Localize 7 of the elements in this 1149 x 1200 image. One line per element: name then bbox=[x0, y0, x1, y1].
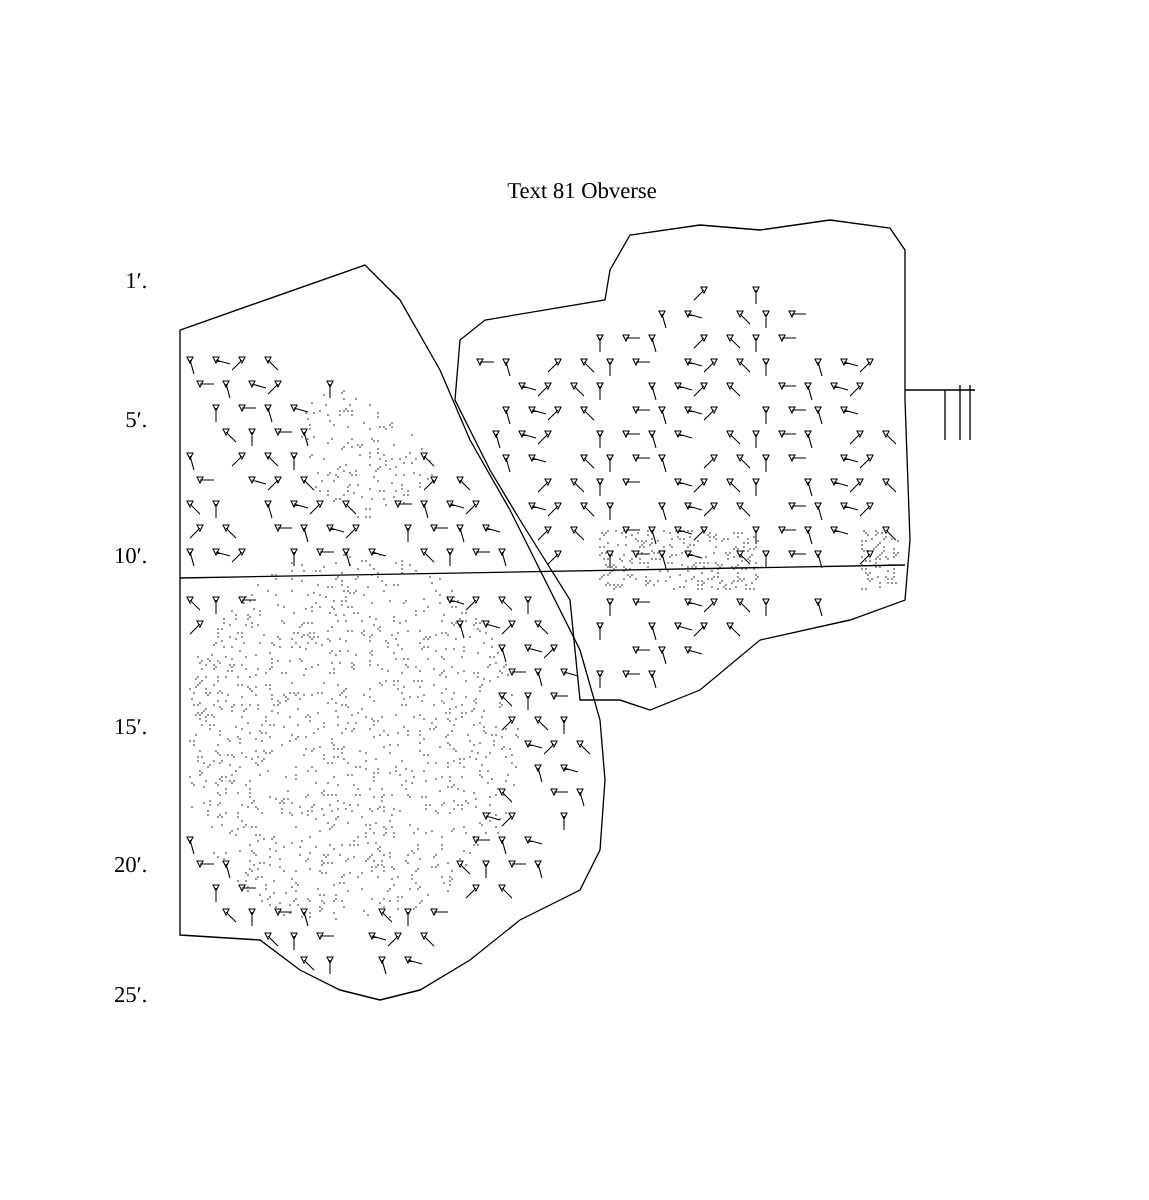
line-number: 15′. bbox=[116, 719, 146, 735]
line-number: 25′. bbox=[115, 987, 146, 1003]
line-number: 20′. bbox=[115, 856, 146, 873]
diagram-title: Text 81 Obverse bbox=[507, 182, 656, 199]
line-number: 10′. bbox=[116, 547, 146, 564]
line-number: 5′. bbox=[126, 412, 146, 428]
line-number: 1′. bbox=[127, 273, 146, 289]
